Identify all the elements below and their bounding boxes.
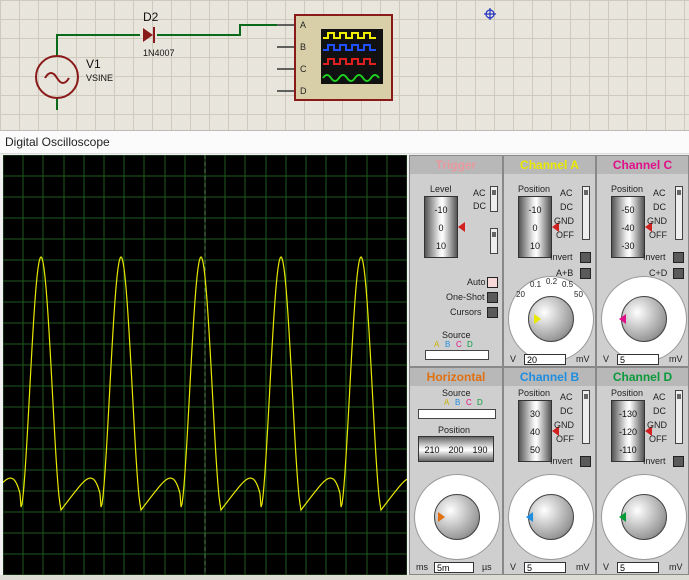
diode-part: 1N4007 (143, 48, 175, 58)
channel-b-invert-button[interactable] (580, 456, 591, 467)
trigger-source-slider[interactable] (425, 350, 489, 360)
window-titlebar[interactable]: Digital Oscilloscope (0, 131, 689, 154)
trigger-level-marker (458, 222, 465, 232)
channel-c-section: Channel C Position -50 -40 -30 AC DC GND… (596, 155, 689, 367)
channel-b-section: Channel B Position 30 40 50 AC DC GND OF… (503, 367, 596, 575)
scope-pin-d: D (300, 86, 307, 96)
channel-a-invert-button[interactable] (580, 252, 591, 263)
channel-b-volts-knob[interactable] (528, 494, 574, 540)
trigger-auto-button[interactable] (487, 277, 498, 288)
window-title: Digital Oscilloscope (5, 135, 110, 149)
channel-d-section: Channel D Position -130 -120 -110 AC DC … (596, 367, 689, 575)
trigger-edge-switch[interactable] (490, 228, 498, 254)
scope-pin-b: B (300, 42, 307, 52)
channel-d-invert-button[interactable] (673, 456, 684, 467)
scope-pin-c: C (300, 64, 307, 74)
channel-c-header: Channel C (597, 156, 688, 174)
trigger-coupling-switch[interactable] (490, 186, 498, 212)
schematic-canvas[interactable]: V1 VSINE D2 1N4007 A B C D (0, 0, 689, 130)
scope-trace-svg (2, 154, 408, 576)
channel-c-volts-knob[interactable] (621, 296, 667, 342)
channel-c-position-drum[interactable]: -50 -40 -30 (611, 196, 645, 258)
channel-d-coupling-switch[interactable] (675, 390, 683, 444)
trigger-cursors-button[interactable] (487, 307, 498, 318)
trigger-oneshot-button[interactable] (487, 292, 498, 303)
channel-a-volts-value: 20 (524, 354, 566, 365)
schematic-drawing (35, 8, 496, 110)
channel-d-position-drum[interactable]: -130 -120 -110 (611, 400, 645, 462)
horizontal-position-drum[interactable]: 210 200 190 (418, 436, 494, 462)
channel-b-header: Channel B (504, 368, 595, 386)
source-name: V1 (86, 57, 101, 71)
channel-b-coupling-switch[interactable] (582, 390, 590, 444)
channel-c-invert-button[interactable] (673, 252, 684, 263)
diode-name: D2 (143, 10, 159, 24)
scope-pin-a: A (300, 20, 307, 30)
channel-a-section: Channel A Position -10 0 10 AC DC GND OF… (503, 155, 596, 367)
channel-a-coupling-switch[interactable] (582, 186, 590, 240)
channel-a-trace (2, 256, 408, 512)
channel-d-header: Channel D (597, 368, 688, 386)
trigger-level-label: Level (430, 184, 452, 194)
horizontal-time-value: 5m (434, 562, 474, 573)
channel-b-position-drum[interactable]: 30 40 50 (518, 400, 552, 462)
trigger-header: Trigger (410, 156, 502, 174)
horizontal-section: Horizontal Source A B C D Position 210 2… (409, 367, 503, 575)
channel-b-volts-value: 5 (524, 562, 566, 573)
channel-c-cplusd-button[interactable] (673, 268, 684, 279)
horizontal-source-slider[interactable] (418, 409, 496, 419)
scope-screen (2, 154, 408, 576)
channel-c-coupling-switch[interactable] (675, 186, 683, 240)
channel-a-position-drum[interactable]: -10 0 10 (518, 196, 552, 258)
source-type: VSINE (86, 73, 114, 83)
trigger-section: Trigger Level -10 0 10 AC DC Auto One-Sh… (409, 155, 503, 367)
channel-d-volts-value: 5 (617, 562, 659, 573)
oscilloscope-window: Digital Oscilloscope Trigger Level -10 0… (0, 130, 689, 576)
channel-d-volts-knob[interactable] (621, 494, 667, 540)
trigger-level-drum[interactable]: -10 0 10 (424, 196, 458, 258)
horizontal-header: Horizontal (410, 368, 502, 386)
channel-c-volts-value: 5 (617, 354, 659, 365)
channel-a-header: Channel A (504, 156, 595, 174)
channel-a-aplusb-button[interactable] (580, 268, 591, 279)
control-panel: Trigger Level -10 0 10 AC DC Auto One-Sh… (409, 155, 689, 575)
